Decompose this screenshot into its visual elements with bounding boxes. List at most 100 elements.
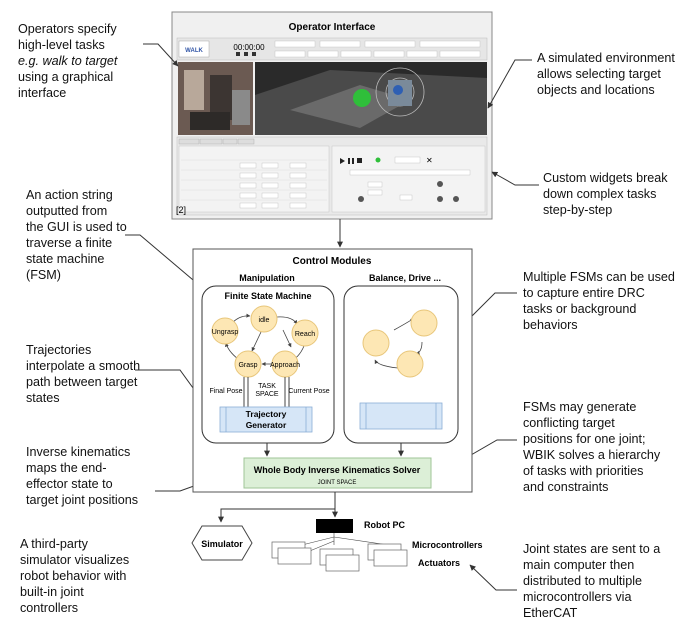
status-light — [375, 157, 381, 163]
annotation-ik: Inverse kinematics maps the end- effecto… — [26, 444, 138, 508]
annotation-line: robot behavior with — [20, 569, 127, 583]
state-label: Ungrasp — [212, 329, 239, 336]
annotation-line: interpolate a smooth — [26, 359, 141, 373]
fsm-states: idle Reach Ungrasp Grasp Approach — [211, 305, 319, 378]
manipulation-label: Manipulation — [239, 273, 295, 283]
annotation-action: An action string outputted from the GUI … — [26, 187, 127, 283]
state-label: idle — [259, 317, 270, 324]
annotation-line: conflicting target — [523, 416, 615, 430]
annotation-line: main computer then — [523, 558, 635, 572]
annotation-wbik: FSMs may generate conflicting target pos… — [523, 399, 660, 495]
task-space-label: TASK — [258, 383, 276, 390]
control-modules-panel: Control Modules Manipulation Balance, Dr… — [192, 248, 473, 493]
annotation-line: Operators specify — [18, 22, 117, 36]
pose-connectors — [243, 377, 290, 407]
annotation-line: microcontrollers via — [523, 590, 632, 604]
annotation-line: Joint states are sent to a — [523, 542, 661, 556]
state-ungrasp — [211, 317, 239, 345]
robot-pc-label: Robot PC — [364, 520, 405, 530]
annotation-line: A simulated environment — [537, 51, 675, 65]
final-pose-label: Final Pose — [209, 388, 242, 395]
trajectory-label: Generator — [246, 420, 287, 430]
annotation-line: path between target — [26, 375, 138, 389]
balance-state — [396, 350, 424, 378]
annotation-line: using a graphical — [18, 70, 114, 84]
wbik-solver — [243, 457, 432, 489]
annotation-widgets: Custom widgets break down complex tasks … — [543, 170, 668, 218]
annotation-line: simulator visualizes — [20, 553, 130, 567]
annotation-line: target joint positions — [26, 493, 139, 507]
annotation-line: of tasks with priorities — [523, 464, 644, 478]
balance-state — [362, 329, 390, 357]
annotation-line: high-level tasks — [18, 38, 105, 52]
task-widget-panel — [331, 145, 486, 213]
annotation-line: to capture entire DRC — [523, 286, 645, 300]
operator-interface-title: Operator Interface — [289, 22, 376, 33]
leader-lines — [125, 43, 539, 591]
annotation-line: states — [26, 391, 60, 405]
balance-fsm — [362, 309, 438, 378]
robot-pc-node — [316, 519, 353, 533]
annotation-line: state machine — [26, 252, 105, 266]
annotation-line: EtherCAT — [523, 606, 578, 620]
flow-arrow — [218, 508, 335, 523]
operator-interface-screenshot: Operator Interface WALK 00:00:00 — [171, 11, 493, 220]
simulator-node — [191, 525, 253, 561]
timer-readout: 00:00:00 — [233, 43, 265, 52]
balance-state — [410, 309, 438, 337]
annotation-line: the GUI is used to — [26, 220, 127, 234]
simulator-label: Simulator — [201, 539, 243, 549]
balance-trajectory-generator — [359, 402, 443, 430]
state-label: Reach — [295, 331, 315, 338]
annotation-line: objects and locations — [537, 83, 655, 97]
annotation-operators: Operators specify high-level tasks e.g. … — [18, 21, 117, 101]
control-modules-title: Control Modules — [293, 256, 372, 267]
annotation-trajectories: Trajectories interpolate a smooth path b… — [26, 342, 140, 406]
state-label: Approach — [270, 362, 300, 369]
task-space-label: SPACE — [255, 391, 279, 398]
balance-drive-label: Balance, Drive ... — [369, 273, 441, 283]
actuators-label: Actuators — [418, 558, 460, 568]
microcontrollers-label: Microcontrollers — [412, 540, 483, 550]
annotation-line: allows selecting target — [537, 67, 661, 81]
app-logo — [178, 40, 210, 58]
annotation-line: distributed to multiple — [523, 574, 643, 588]
trajectory-generator — [219, 406, 313, 433]
annotation-joint-states: Joint states are sent to a main computer… — [523, 541, 660, 621]
wbik-subtitle: JOINT SPACE — [318, 480, 357, 486]
fsm-title: Finite State Machine — [224, 291, 311, 301]
close-icon: ✕ — [426, 156, 433, 165]
annotation-line: and constraints — [523, 480, 609, 494]
pause-icon — [244, 52, 248, 56]
annotation-line: e.g. walk to target — [18, 54, 118, 68]
play-icon — [236, 52, 240, 56]
annotation-line: behaviors — [523, 318, 578, 332]
annotation-line: (FSM) — [26, 268, 61, 282]
annotation-line: step-by-step — [543, 203, 613, 217]
trajectory-label: Trajectory — [246, 409, 287, 419]
annotation-line: built-in joint — [20, 585, 84, 599]
annotation-line: controllers — [20, 601, 79, 615]
annotation-line: FSMs may generate — [523, 400, 637, 414]
annotation-simulator: A third-party simulator visualizes robot… — [20, 536, 129, 616]
annotation-multiple-fsms: Multiple FSMs can be used to capture ent… — [523, 269, 675, 333]
svg-text:WALK: WALK — [185, 48, 203, 54]
annotation-line: tasks or background — [523, 302, 637, 316]
annotation-line: traverse a finite — [26, 236, 113, 250]
annotation-line: Trajectories — [26, 343, 92, 357]
state-label: Grasp — [238, 362, 257, 369]
wbik-title: Whole Body Inverse Kinematics Solver — [254, 465, 421, 475]
hardware-layer: Simulator Robot PC Microcontrollers Actu… — [191, 492, 483, 572]
annotation-line: maps the end- — [26, 461, 107, 475]
annotation-line: down complex tasks — [543, 187, 657, 201]
current-pose-label: Current Pose — [288, 388, 329, 395]
annotation-line: Multiple FSMs can be used — [523, 270, 675, 284]
panel-badge: [2] — [176, 205, 186, 215]
state-idle — [250, 305, 278, 333]
annotation-line: Custom widgets break — [543, 171, 668, 185]
annotation-line: An action string — [26, 188, 113, 202]
annotation-line: positions for one joint; — [523, 432, 646, 446]
widget-table — [178, 145, 330, 213]
stop-icon — [252, 52, 256, 56]
